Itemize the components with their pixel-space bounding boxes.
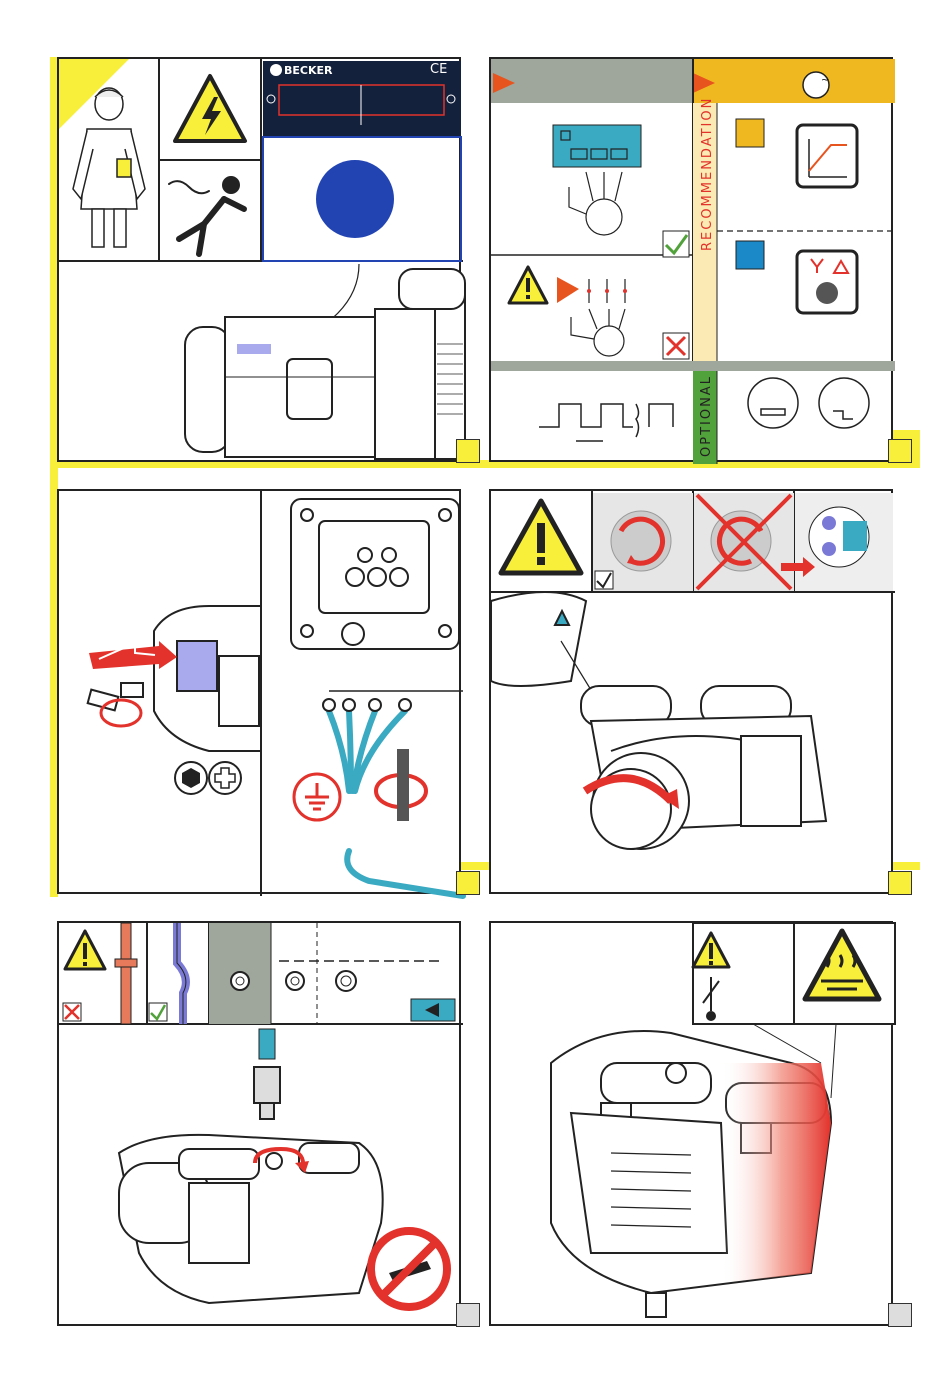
becker-logo: BECKER — [284, 64, 332, 77]
page-number-box-3 — [456, 871, 480, 895]
page-number-box-6 — [888, 1303, 912, 1327]
panel2-graphics — [491, 59, 895, 464]
pump-drawing — [119, 1135, 383, 1303]
panel-motor-connection: ~ RECOMMENDATION OPTIONAL — [489, 57, 893, 462]
optional-label: OPTIONAL — [699, 375, 714, 457]
warning-triangle-icon — [501, 501, 581, 573]
panel-piping-connection — [57, 921, 461, 1326]
panel4-graphics — [491, 491, 895, 896]
blue-marker-circle — [316, 160, 394, 238]
cable-gland-tighten-icon — [376, 749, 426, 821]
recommendation-label: RECOMMENDATION — [700, 97, 715, 251]
pump-drawing — [491, 592, 826, 849]
page-number-box-4 — [888, 871, 912, 895]
warning-triangle-icon — [65, 931, 105, 969]
panel-terminal-wiring — [57, 489, 461, 894]
warning-triangle-icon — [509, 267, 547, 303]
motor-drawing — [185, 269, 465, 459]
panel1-graphics — [59, 59, 463, 464]
panel-hot-surface — [489, 921, 893, 1326]
page-number-box-1 — [456, 439, 480, 463]
tilde-symbol: ~ — [821, 75, 829, 86]
electrician-icon — [73, 88, 145, 247]
panel-electrical-safety: BECKER CE — [57, 57, 461, 462]
panel3-graphics — [59, 491, 463, 896]
hex-socket-icon — [175, 762, 207, 794]
panel-rotation-direction — [489, 489, 893, 894]
panel5-graphics — [59, 923, 463, 1328]
ce-mark: CE — [430, 62, 447, 77]
earth-ground-icon — [294, 774, 340, 820]
page-number-box-2 — [888, 439, 912, 463]
panel6-graphics — [491, 923, 895, 1328]
page-number-box-5 — [456, 1303, 480, 1327]
no-hammer-icon — [371, 1231, 447, 1307]
electric-shock-icon — [169, 179, 244, 254]
motor-cover-removal — [88, 606, 261, 751]
phillips-screw-icon — [209, 762, 241, 794]
high-voltage-warning-icon — [175, 76, 245, 141]
terminal-box — [291, 499, 459, 649]
